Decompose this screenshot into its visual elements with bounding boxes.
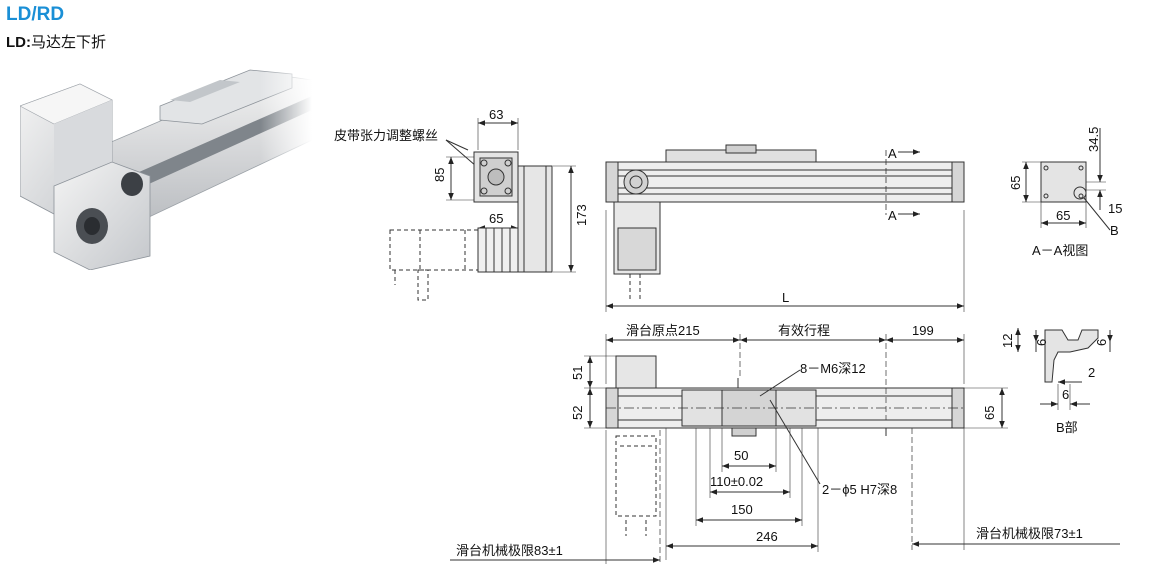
section-dim-top: 34.5 (1086, 127, 1101, 152)
side-dim-total: 173 (574, 204, 589, 226)
detail-dim-2: 2 (1088, 365, 1095, 380)
plan-dim-right: 199 (912, 323, 934, 338)
plan-dim-51: 51 (570, 366, 585, 380)
side-view (389, 118, 576, 301)
plan-dim-150: 150 (731, 502, 753, 517)
plan-callout-pin: 2－ϕ5 H7深8 (822, 482, 897, 497)
title-rd: RD (36, 4, 65, 25)
page-subtitle: LD:马达左下折 (6, 34, 106, 52)
plan-dim-stroke: 有效行程 (778, 323, 830, 338)
detail-b (1015, 328, 1113, 410)
detail-caption: B部 (1056, 420, 1078, 435)
side-callout-label: 皮带张力调整螺丝 (334, 128, 438, 143)
front-dim-length: L (782, 290, 789, 305)
side-dim-bottom: 65 (489, 211, 503, 226)
page-title: LD/RD (6, 4, 64, 26)
plan-dim-52: 52 (570, 406, 585, 420)
plan-limit-right: 滑台机械极限73±1 (976, 526, 1083, 541)
detail-dim-12: 12 (1000, 334, 1015, 348)
section-mark-top: A (888, 146, 897, 161)
section-mark-bottom: A (888, 208, 897, 223)
section-dim-width: 65 (1056, 208, 1070, 223)
plan-dim-65: 65 (982, 406, 997, 420)
plan-dim-110: 110±0.02 (710, 474, 763, 489)
plan-callout-m6: 8－M6深12 (800, 361, 866, 376)
plan-dim-246: 246 (756, 529, 778, 544)
detail-dim-6a: 6 (1034, 339, 1049, 346)
title-ld: LD (6, 4, 32, 25)
section-label-b: B (1110, 223, 1119, 238)
plan-view (450, 334, 1120, 564)
section-dim-side: 15 (1108, 201, 1122, 216)
plan-dim-origin: 滑台原点215 (626, 323, 700, 338)
section-view (1022, 128, 1111, 231)
section-dim-height: 65 (1008, 176, 1023, 190)
side-dim-top: 63 (489, 107, 503, 122)
plan-dim-50: 50 (734, 448, 748, 463)
product-photo (20, 66, 312, 270)
plan-limit-left: 滑台机械极限83±1 (456, 543, 563, 558)
side-dim-height: 85 (432, 168, 447, 182)
front-view (605, 144, 965, 312)
detail-dim-6b: 6 (1094, 339, 1109, 346)
detail-dim-6c: 6 (1062, 387, 1069, 402)
title-slash: / (31, 4, 37, 25)
section-caption: A－A视图 (1032, 243, 1088, 258)
subtitle-prefix: LD: (6, 34, 31, 51)
subtitle-text: 马达左下折 (31, 34, 107, 51)
